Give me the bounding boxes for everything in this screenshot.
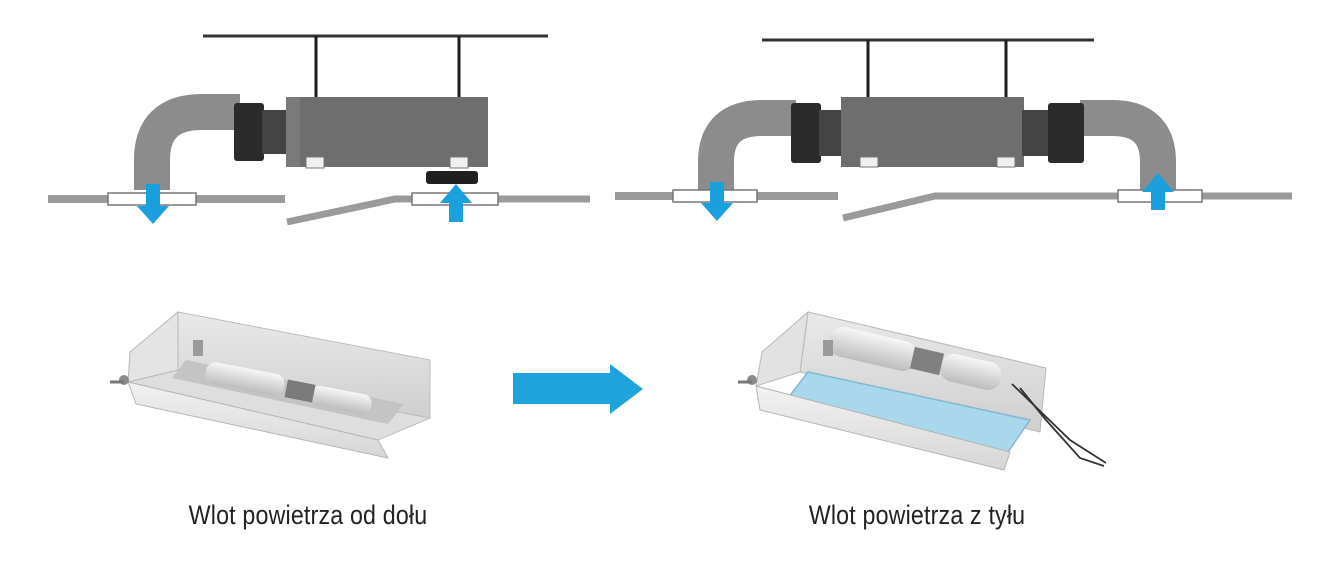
arrow-up-icon bbox=[440, 184, 472, 222]
installation-diagram-rear-inlet bbox=[615, 38, 1292, 222]
unit-front-face bbox=[755, 385, 1011, 471]
duct-flange bbox=[234, 103, 264, 161]
bottom-inlet-flange bbox=[426, 171, 478, 184]
duct-flange bbox=[791, 103, 821, 163]
mounting-bracket bbox=[449, 156, 469, 169]
mounting-bracket bbox=[305, 156, 325, 169]
return-duct-elbow bbox=[1080, 100, 1176, 190]
fan-motor bbox=[909, 346, 945, 376]
arrow-down-icon bbox=[701, 182, 733, 221]
caption-rear-inlet: Wlot powietrza z tyłu bbox=[808, 500, 1026, 530]
blower-housing bbox=[205, 362, 285, 396]
blower-housing bbox=[310, 385, 372, 415]
filter-pull-cord bbox=[1019, 387, 1105, 467]
indoor-unit-body bbox=[841, 97, 1024, 167]
flange-plate bbox=[262, 110, 288, 154]
duct-flange bbox=[1048, 103, 1084, 163]
unit-before-illustration bbox=[110, 310, 432, 459]
unit-after-illustration bbox=[738, 310, 1107, 471]
blower-housing bbox=[828, 327, 918, 371]
unit-side-shade bbox=[286, 97, 300, 167]
installation-diagram-bottom-inlet bbox=[48, 34, 590, 226]
fan-motor bbox=[284, 379, 316, 403]
return-duct-elbow bbox=[134, 94, 240, 190]
electrical-box bbox=[193, 340, 203, 356]
arrow-up-icon bbox=[1142, 173, 1174, 210]
flange-plate bbox=[819, 110, 843, 156]
blower-housing bbox=[940, 353, 1002, 391]
unit-front-face bbox=[127, 381, 389, 459]
mounting-bracket bbox=[996, 156, 1016, 168]
electrical-box bbox=[823, 340, 833, 356]
ceiling-line bbox=[286, 195, 590, 226]
indoor-unit-body bbox=[286, 97, 488, 167]
return-duct-elbow bbox=[698, 100, 796, 190]
mounting-bracket bbox=[859, 156, 879, 168]
arrow-down-icon bbox=[137, 184, 169, 224]
arrow-right-icon bbox=[513, 364, 643, 414]
unit-side-panel bbox=[127, 310, 179, 383]
flange-plate bbox=[1022, 110, 1050, 156]
caption-bottom-inlet: Wlot powietrza od dołu bbox=[188, 500, 428, 530]
unit-side-panel bbox=[755, 310, 809, 387]
ceiling-line bbox=[842, 192, 1292, 222]
